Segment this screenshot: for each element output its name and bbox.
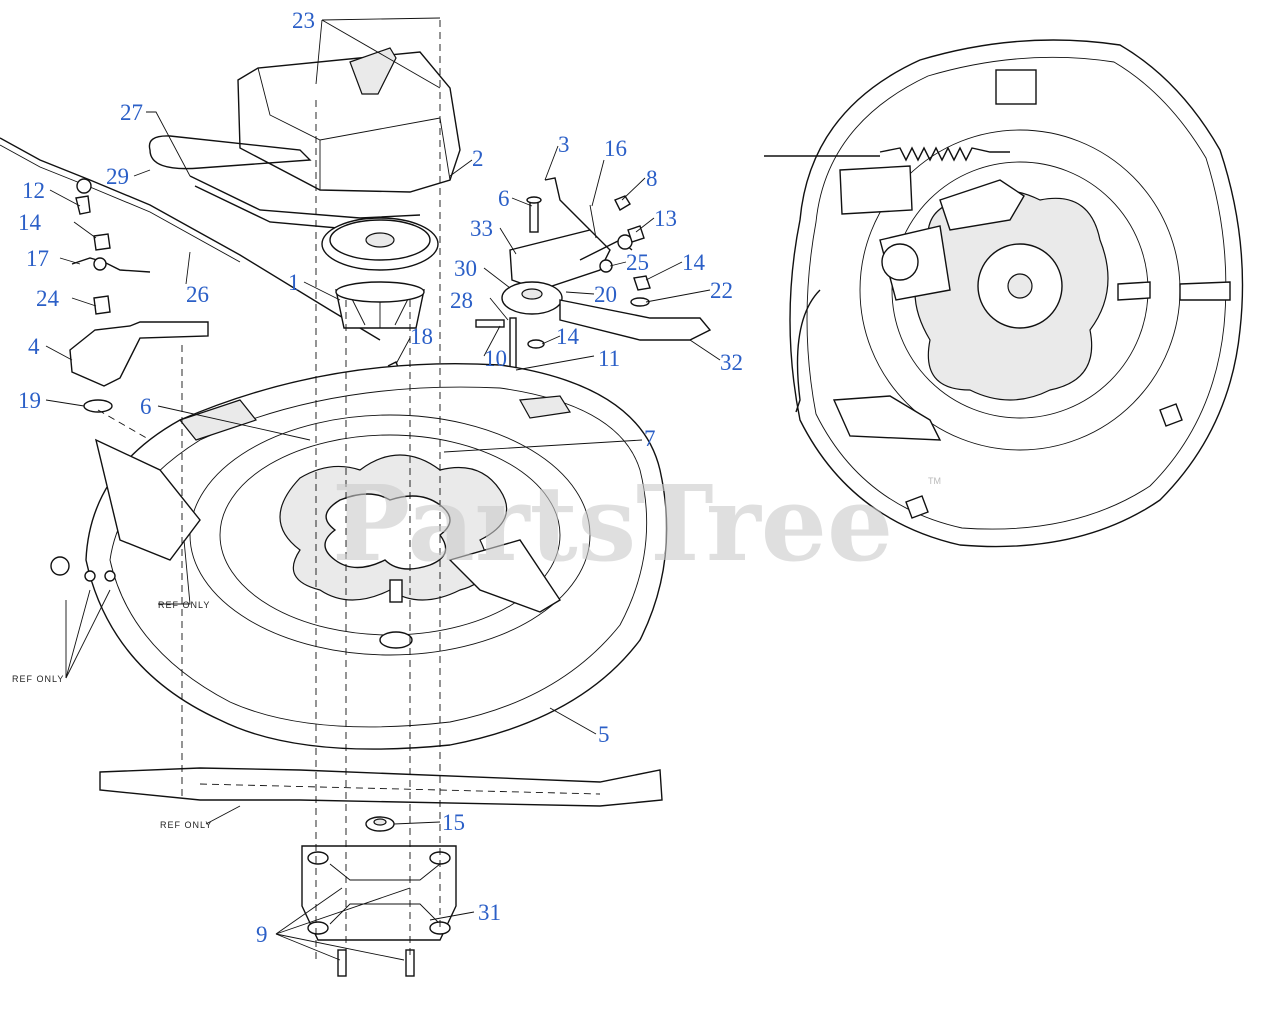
mower-blade bbox=[99, 767, 663, 807]
part-label: 6 bbox=[140, 394, 152, 419]
ref-only-label-wheels: REF ONLY bbox=[12, 674, 64, 684]
part-label: 3 bbox=[558, 132, 570, 157]
belt-guide-rod bbox=[148, 135, 421, 231]
part-label: 14 bbox=[556, 324, 580, 349]
mower-deck bbox=[50, 363, 668, 750]
control-cable bbox=[0, 137, 381, 341]
part-label: 11 bbox=[598, 346, 620, 371]
belt-cover bbox=[237, 47, 461, 193]
leader-lines bbox=[45, 17, 721, 961]
part-label: 15 bbox=[442, 810, 465, 835]
part-label: 1 bbox=[288, 270, 300, 295]
part-label: 29 bbox=[106, 164, 129, 189]
part-label: 7 bbox=[644, 426, 656, 451]
part-labels: 23 27 29 12 14 17 24 26 1 18 4 19 6 2 3 … bbox=[18, 8, 743, 947]
part-label: 26 bbox=[186, 282, 209, 307]
part-label: 23 bbox=[292, 8, 315, 33]
part-label: 27 bbox=[120, 100, 143, 125]
part-label: 14 bbox=[682, 250, 706, 275]
trademark-mark: TM bbox=[928, 476, 941, 486]
part-label: 8 bbox=[646, 166, 658, 191]
part-label: 17 bbox=[26, 246, 49, 271]
part-label: 31 bbox=[478, 900, 501, 925]
part-label: 32 bbox=[720, 350, 743, 375]
idler-bracket-assembly bbox=[501, 229, 712, 341]
part-label: 24 bbox=[36, 286, 60, 311]
part-label: 20 bbox=[594, 282, 617, 307]
spindle-pulley bbox=[321, 217, 439, 329]
part-label: 12 bbox=[22, 178, 45, 203]
part-label: 14 bbox=[18, 210, 42, 235]
ref-only-label-blade: REF ONLY bbox=[160, 820, 212, 830]
part-label: 30 bbox=[454, 256, 477, 281]
part-label: 2 bbox=[472, 146, 484, 171]
part-label: 25 bbox=[626, 250, 649, 275]
part-label: 22 bbox=[710, 278, 733, 303]
part-label: 16 bbox=[604, 136, 627, 161]
part-label: 4 bbox=[28, 334, 40, 359]
alignment-lines bbox=[97, 20, 441, 960]
part-label: 18 bbox=[410, 324, 433, 349]
hardware-pins bbox=[475, 177, 651, 375]
part-label: 33 bbox=[470, 216, 493, 241]
left-hardware bbox=[69, 195, 209, 413]
assembled-deck-view bbox=[764, 39, 1244, 548]
part-label: 6 bbox=[498, 186, 510, 211]
part-label: 5 bbox=[598, 722, 610, 747]
ref-only-label-deck: REF ONLY bbox=[158, 600, 210, 610]
part-label: 19 bbox=[18, 388, 41, 413]
part-label: 10 bbox=[484, 346, 507, 371]
blade-adapter bbox=[301, 816, 457, 977]
part-label: 28 bbox=[450, 288, 473, 313]
part-label: 9 bbox=[256, 922, 268, 947]
part-label: 13 bbox=[654, 206, 677, 231]
watermark: PartsTree bbox=[332, 462, 893, 585]
